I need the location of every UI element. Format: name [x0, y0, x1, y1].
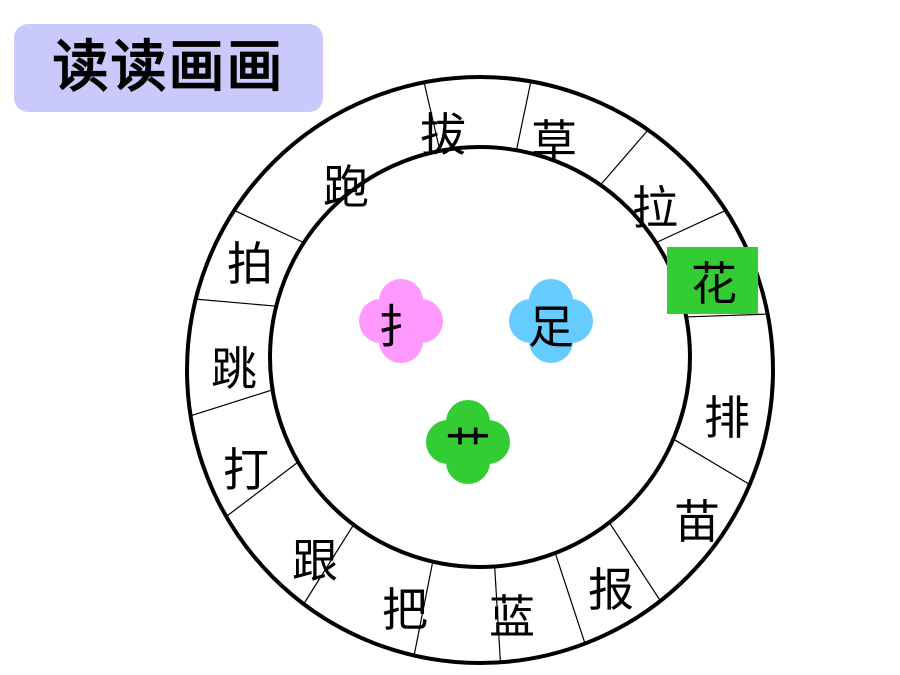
- radical-text-3: 艹: [445, 421, 491, 475]
- ring-char-11: 打: [223, 443, 269, 497]
- highlight-box: [667, 247, 758, 314]
- ring-divider: [413, 561, 434, 656]
- ring-divider: [423, 82, 441, 151]
- ring-divider: [672, 438, 751, 485]
- ring-divider: [554, 552, 586, 644]
- ring-divider: [303, 524, 355, 605]
- ring-dividers: [190, 81, 768, 663]
- ring-char-7: 报: [588, 563, 634, 617]
- flower-petal: [442, 416, 494, 468]
- ring-divider: [608, 522, 661, 602]
- ring-divider: [494, 566, 502, 663]
- ring-divider: [655, 209, 726, 244]
- title-banner: 读读画画: [14, 24, 323, 112]
- radical-flower-3: 艹: [426, 400, 510, 484]
- ring-divider: [225, 461, 299, 517]
- ring-char-3: 拉: [632, 181, 678, 235]
- ring-char-14: 跑: [323, 160, 369, 214]
- flower-petal: [525, 295, 577, 347]
- ring-char-2: 草: [531, 115, 577, 169]
- flower-petal: [375, 295, 427, 347]
- radical-flowers: 扌 足艹: [359, 279, 593, 484]
- ring-divider: [599, 129, 649, 186]
- ring-char-13: 拍: [227, 237, 273, 291]
- ring-char-9: 把: [382, 583, 428, 637]
- ring-divider: [515, 81, 532, 151]
- radical-text-2: 足: [528, 300, 574, 354]
- page-title: 读读画画: [52, 35, 285, 100]
- ring-char-6: 苗: [674, 495, 720, 549]
- ring-char-1: 拔: [420, 108, 466, 162]
- ring-char-4: 花: [691, 257, 737, 311]
- radical-flower-1: 扌: [359, 279, 443, 363]
- wheel-ring: [185, 75, 775, 665]
- ring-divider: [234, 209, 305, 244]
- outer-ring: [185, 75, 775, 665]
- radical-text-1: 扌: [378, 300, 424, 354]
- ring-char-10: 跟: [292, 534, 338, 588]
- ring-char-12: 跳: [211, 342, 257, 396]
- ring-char-5: 排: [704, 391, 750, 445]
- inner-ring: [268, 145, 692, 569]
- radical-flower-2: 足: [509, 279, 593, 363]
- ring-char-8: 蓝: [489, 590, 535, 644]
- ring-divider: [190, 389, 273, 417]
- ring-divider: [195, 298, 277, 307]
- ring-divider: [686, 313, 768, 318]
